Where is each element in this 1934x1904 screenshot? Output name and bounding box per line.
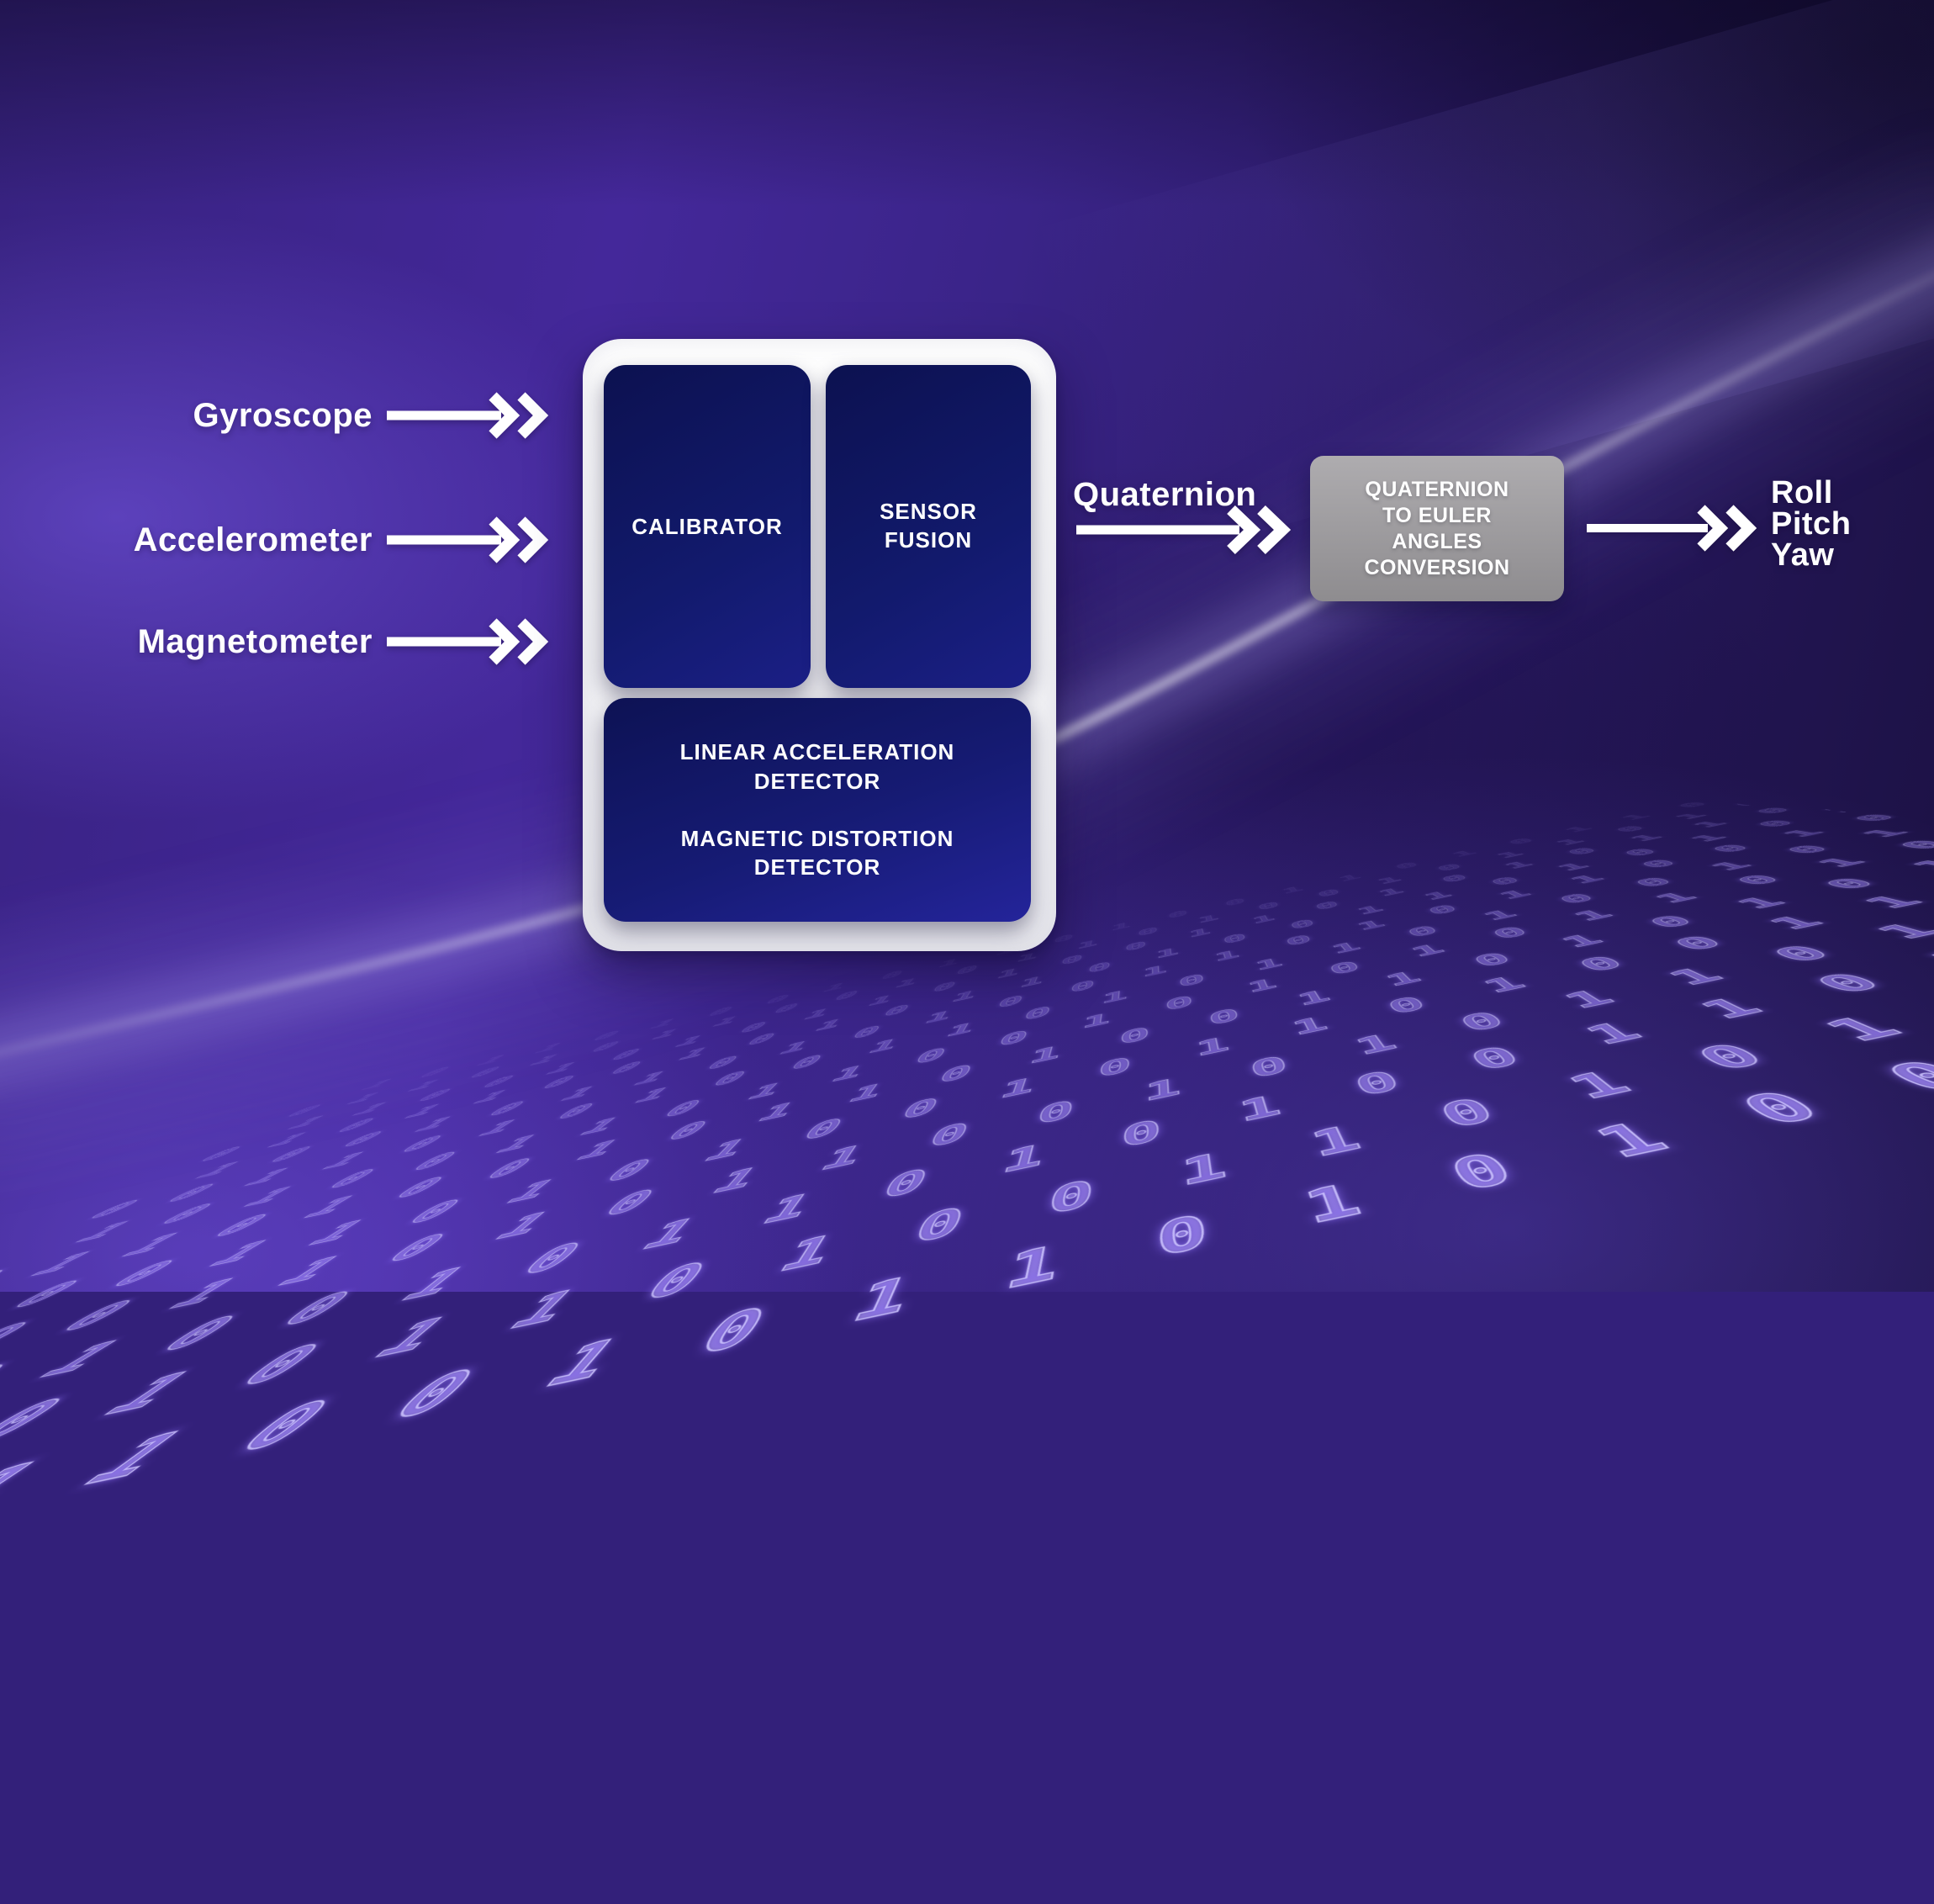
calibrator-box: CALIBRATOR <box>604 365 811 688</box>
accelerometer-arrow-icon <box>387 516 549 563</box>
sensor-fusion-box: SENSOR FUSION <box>826 365 1031 688</box>
fusion-module-panel: CALIBRATOR SENSOR FUSION LINEAR ACCELERA… <box>583 339 1056 951</box>
quaternion-arrow-icon <box>1076 505 1292 555</box>
magnetometer-arrow-icon <box>387 618 549 665</box>
output-arrow-icon <box>1587 505 1757 552</box>
output-label-roll-pitch-yaw: Roll Pitch Yaw <box>1771 475 1852 573</box>
input-label-magnetometer: Magnetometer <box>137 623 373 660</box>
gyroscope-arrow-icon <box>387 392 549 439</box>
input-label-gyroscope: Gyroscope <box>193 397 373 434</box>
sensor-fusion-diagram: Gyroscope Accelerometer Magnetometer CAL… <box>133 339 1852 951</box>
quaternion-to-euler-conversion-box: QUATERNION TO EULER ANGLES CONVERSION <box>1310 456 1564 601</box>
detectors-box: LINEAR ACCELERATION DETECTOR MAGNETIC DI… <box>604 698 1031 922</box>
input-label-accelerometer: Accelerometer <box>133 521 373 558</box>
